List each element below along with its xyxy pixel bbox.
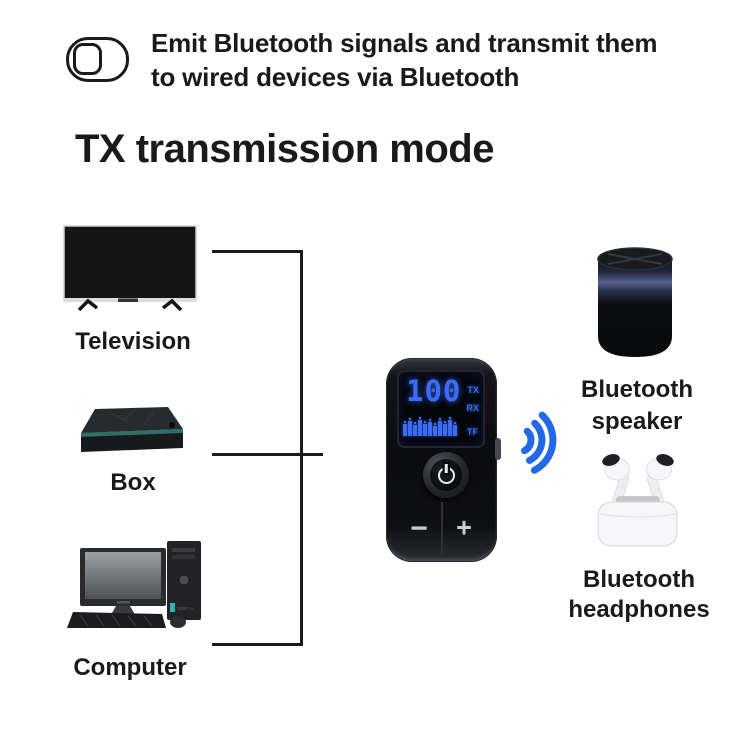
speaker-illustration: [597, 247, 673, 357]
connector-line-vertical: [300, 250, 303, 646]
toggle-switch-icon: [66, 37, 129, 82]
connector-line-box: [212, 453, 323, 456]
power-icon: [437, 466, 455, 484]
side-button: [495, 438, 501, 460]
computer-label: Computer: [73, 654, 187, 681]
headphones-label: Bluetooth headphones: [564, 565, 714, 625]
header-description-line1: Emit Bluetooth signals and transmit them: [151, 28, 658, 58]
button-divider: [441, 502, 443, 554]
lcd-value: 100: [406, 374, 462, 408]
bluetooth-waves-icon: [520, 411, 557, 474]
lcd-display: 100 TX RX TF: [397, 370, 485, 448]
speaker-label-line1: Bluetooth: [581, 376, 693, 403]
speaker-label-line2: speaker: [591, 408, 683, 435]
toggle-knob: [73, 43, 102, 75]
connector-line-television: [212, 250, 303, 253]
lcd-mode-tf: TF: [467, 427, 478, 437]
computer-illustration: [67, 541, 201, 628]
header-description: Emit Bluetooth signals and transmit them…: [151, 26, 657, 94]
lcd-mode-tx: TX: [467, 385, 479, 395]
box-label: Box: [110, 469, 156, 496]
header-description-line2: to wired devices via Bluetooth: [151, 62, 520, 92]
lcd-mode-rx: RX: [466, 403, 479, 413]
headphones-illustration: [597, 454, 678, 547]
lcd-equalizer: [403, 412, 457, 436]
transmitter-device: 100 TX RX TF − +: [386, 358, 501, 562]
speaker-label: Bluetooth speaker: [577, 374, 697, 438]
power-button: [423, 452, 469, 498]
headphones-label-line2: headphones: [568, 596, 710, 623]
volume-down-button: −: [410, 512, 428, 545]
television-illustration: [63, 225, 197, 312]
page-title: TX transmission mode: [75, 127, 494, 171]
television-label: Television: [75, 328, 191, 355]
box-illustration: [81, 407, 183, 452]
connector-line-computer: [212, 643, 303, 646]
volume-up-button: +: [456, 512, 472, 543]
headphones-label-line1: Bluetooth: [583, 566, 695, 593]
